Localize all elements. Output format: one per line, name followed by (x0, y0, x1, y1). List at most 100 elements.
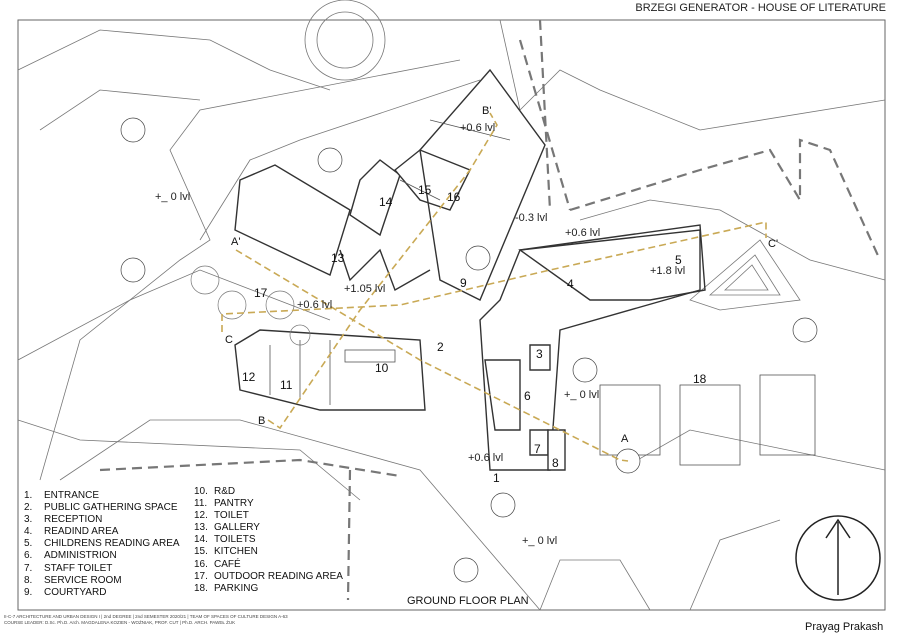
room-number: 5 (675, 253, 682, 267)
legend-label: CAFÉ (214, 558, 241, 570)
room-number: 2 (437, 340, 444, 354)
room-number: 7 (534, 442, 541, 456)
site-outlines (17, 0, 886, 611)
legend-label: TOILETS (214, 534, 256, 546)
legend-item: 10. R&D (194, 486, 343, 498)
legend-label: CHILDRENS READING AREA (44, 538, 180, 550)
legend-number: 5. (24, 538, 33, 550)
legend-number: 13. (194, 522, 208, 534)
legend-label: R&D (214, 486, 236, 497)
legend-item: 6. ADMINISTRION (24, 550, 180, 562)
level-label: +1.8 lvl (650, 265, 685, 277)
legend-item: 13. GALLERY (194, 522, 343, 534)
room-number: 1 (493, 471, 500, 485)
reading-wing (479, 229, 701, 471)
legend-item: 5. CHILDRENS READING AREA (24, 538, 180, 550)
legend-number: 7. (24, 562, 33, 574)
legend-item: 7.STAFF TOILET (24, 563, 180, 575)
level-label: +_ 0 lvl (155, 191, 190, 203)
admin-room (484, 359, 521, 431)
sheet-title: BRZEGI GENERATOR - HOUSE OF LITERATURE (635, 2, 886, 14)
legend-number: 4. (24, 526, 33, 538)
section-mark: A (621, 433, 629, 445)
legend-item: 4. READIND AREA (24, 526, 180, 538)
room-number: 15 (418, 183, 432, 197)
legend-item: 18. PARKING (194, 583, 343, 595)
room-number: 14 (379, 195, 393, 209)
legend-number: 6. (24, 550, 33, 562)
legend-label: PANTRY (214, 498, 254, 510)
legend-item: 3. RECEPTION (24, 514, 180, 526)
room-number: 9 (460, 276, 467, 290)
level-label: +0.6 lvl (565, 227, 600, 239)
level-label: +0.6 lvl (460, 122, 495, 134)
level-label: +_ 0 lvl (522, 535, 557, 547)
room-number: 10 (375, 361, 389, 375)
level-label: +0.6 lvl (297, 299, 332, 311)
legend-number: 16. (194, 558, 208, 570)
section-mark: B (258, 415, 265, 427)
room-number: 3 (536, 347, 543, 361)
section-mark: C (225, 334, 233, 346)
room-number: 13 (331, 251, 345, 265)
legend-number: 8. (24, 574, 33, 586)
legend-item: 11. PANTRY (194, 498, 343, 510)
section-mark: C' (768, 238, 778, 250)
legend-item: 8. SERVICE ROOM (24, 575, 180, 587)
legend-item: 15.KITCHEN (194, 546, 343, 558)
room-number: 12 (242, 370, 256, 384)
room-number: 6 (524, 389, 531, 403)
legend-number: 14. (194, 534, 208, 546)
room-number: 4 (567, 277, 574, 291)
legend-item: 12. TOILET (194, 510, 343, 522)
level-label: +1.05 lvl (344, 283, 385, 295)
legend-number: 17. (194, 570, 208, 582)
legend-item: 2.PUBLIC GATHERING SPACE (24, 502, 180, 514)
legend-label: SERVICE ROOM (44, 574, 122, 586)
legend-label: KITCHEN (214, 546, 258, 558)
legend-label: TOILET (214, 510, 249, 522)
section-mark: A' (231, 236, 240, 248)
section-lines (221, 112, 767, 462)
legend-label: ENTRANCE (44, 490, 100, 501)
legend-item: 1.ENTRANCE (24, 490, 180, 502)
legend-column-2: 10. R&D 11. PANTRY 12. TOILET 13. GALLERY 14… (194, 486, 343, 595)
site-boundary (99, 19, 882, 601)
course-info: II-C-7 ARCHITECTURE AND URBAN DESIGN I |… (4, 614, 288, 626)
level-labels: +_ 0 lvl +0.6 lvl -0.3 lvl +0.6 lvl +1.8… (155, 122, 685, 547)
room-number: 11 (280, 378, 293, 392)
course-leader-line: COURSE LEADER: D.Sc. Ph.D. Arch. MAGDALE… (4, 620, 236, 625)
room-number: 18 (693, 372, 707, 386)
legend-number: 9. (24, 586, 33, 598)
plan-title: GROUND FLOOR PLAN (407, 595, 529, 607)
gallery-block (234, 164, 351, 276)
legend-item: 9. COURTYARD (24, 587, 180, 599)
legend-number: 12. (194, 510, 208, 522)
legend-label: PARKING (214, 582, 259, 594)
legend-item: 17.OUTDOOR READING AREA (194, 571, 343, 583)
legend-number: 18. (194, 582, 208, 594)
section-mark: B' (482, 105, 491, 117)
legend-number: 3. (24, 514, 33, 526)
sheet-frame (17, 19, 886, 611)
level-label: +_ 0 lvl (564, 389, 599, 401)
legend-label: GALLERY (214, 522, 260, 534)
legend-number: 10. (194, 486, 208, 497)
legend-label: RECEPTION (44, 514, 103, 526)
level-label: +0.6 lvl (468, 452, 503, 464)
level-label: -0.3 lvl (515, 212, 547, 224)
room-number: 8 (552, 456, 559, 470)
legend-label: COURTYARD (44, 586, 107, 598)
author-name: Prayag Prakash (805, 621, 884, 633)
legend-label: READIND AREA (44, 526, 119, 538)
legend-label: ADMINISTRION (44, 550, 117, 562)
course-info-line: II-C-7 ARCHITECTURE AND URBAN DESIGN I |… (4, 614, 288, 619)
legend-number: 11. (194, 498, 208, 510)
toilets-block (349, 159, 401, 237)
outdoor-reading-circles (190, 265, 311, 346)
room-numbers: 1 2 3 4 5 6 7 8 9 10 11 12 13 14 15 16 1… (242, 183, 707, 485)
room-number: 16 (447, 190, 461, 204)
legend-label: PUBLIC GATHERING SPACE (44, 502, 178, 514)
legend-item: 16. CAFÉ (194, 559, 343, 571)
